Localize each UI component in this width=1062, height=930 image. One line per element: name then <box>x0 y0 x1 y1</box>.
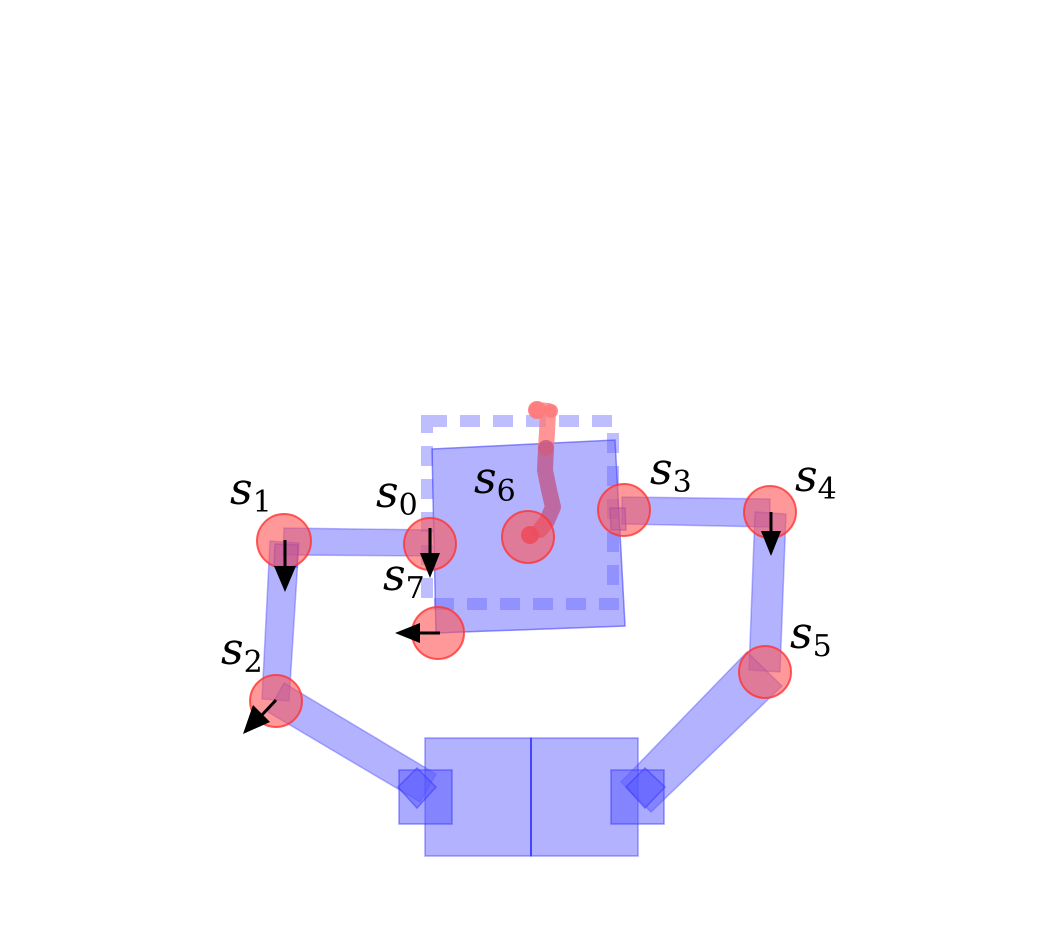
force-arrow-s7 <box>395 623 440 643</box>
label-s3: s3 <box>650 444 692 500</box>
base-right-joint <box>624 766 667 810</box>
force-arrow-s2 <box>243 698 278 734</box>
label-s7: s7 <box>383 550 425 606</box>
label-s5: s5 <box>790 608 832 664</box>
label-s2: s2 <box>221 624 263 680</box>
robot-base <box>396 737 667 857</box>
state-marker-s3 <box>597 483 651 537</box>
force-arrow-s1 <box>274 540 296 592</box>
state-marker-s6 <box>501 510 555 564</box>
force-arrow-s0 <box>420 528 440 578</box>
label-s4: s4 <box>795 451 837 507</box>
label-s1: s1 <box>230 464 272 520</box>
force-arrows <box>243 512 781 734</box>
base-left-joint <box>396 766 438 810</box>
state-labels: s0 s1 s2 s3 s4 s5 s6 s7 <box>221 444 837 680</box>
force-arrow-s4 <box>761 512 781 556</box>
label-s6: s6 <box>474 453 516 509</box>
label-s0: s0 <box>376 467 418 523</box>
state-marker-s5 <box>738 645 792 699</box>
